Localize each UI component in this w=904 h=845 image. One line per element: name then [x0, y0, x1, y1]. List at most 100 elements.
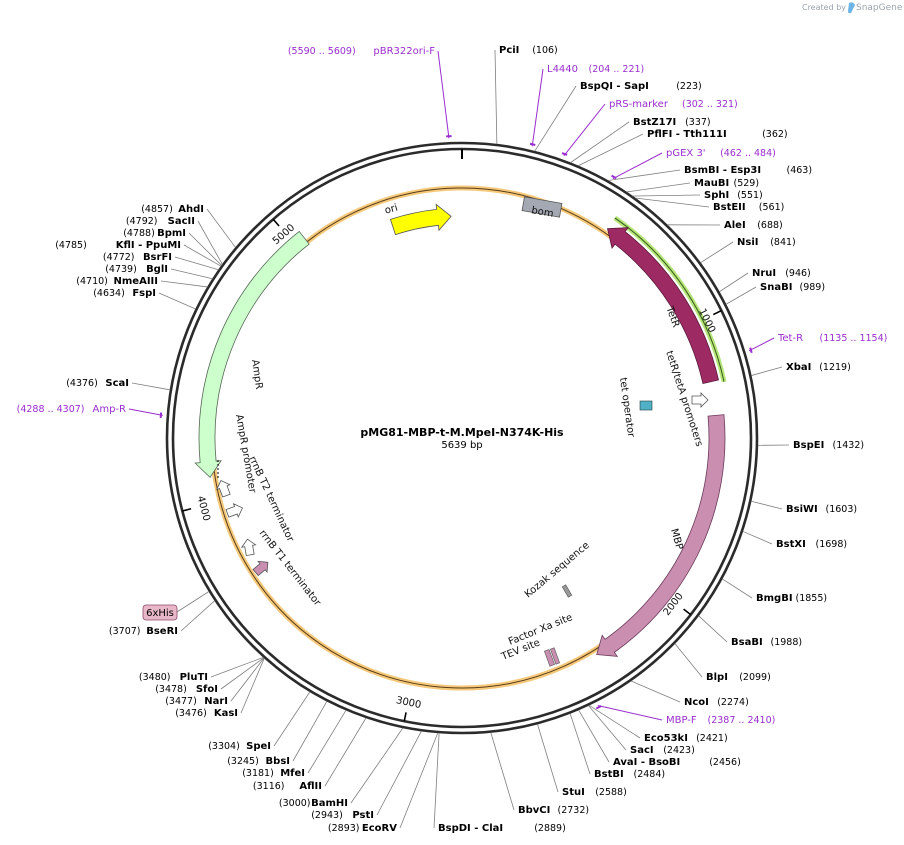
enzyme-avai[interactable]: AvaI - BsoBI(2456): [613, 757, 741, 768]
primer-pbr322ori-f[interactable]: pBR322ori-F(5590 .. 5609): [288, 46, 435, 57]
enzyme-bseri[interactable]: BseRI(3707): [109, 626, 178, 637]
enzyme-bstbi[interactable]: BstBI(2484): [594, 769, 665, 780]
enzyme-bspqi[interactable]: BspQI - SapI(223): [580, 81, 702, 92]
enzyme-psti-name: PstI: [352, 810, 374, 821]
enzyme-spei[interactable]: SpeI(3304): [208, 741, 271, 752]
enzyme-bstz17i-leader: [570, 121, 630, 163]
primer-l4440[interactable]: L4440(204 .. 221): [547, 64, 644, 75]
enzyme-eco53ki[interactable]: Eco53kI(2421): [644, 733, 728, 744]
enzyme-stui-name: StuI: [562, 787, 585, 798]
primer-pgex-3-[interactable]: pGEX 3'(462 .. 484): [666, 148, 776, 159]
enzyme-spei-pos: (3304): [208, 741, 240, 752]
enzyme-alei[interactable]: AleI(688): [724, 220, 783, 231]
enzyme-sacii[interactable]: SacII(4792): [126, 216, 195, 227]
enzyme-bstxi[interactable]: BstXI(1698): [776, 539, 847, 550]
enzyme-nmeaiii-name: NmeAIII: [114, 276, 158, 287]
enzyme-nmeaiii-pos: (4710): [76, 276, 108, 287]
enzyme-pcii[interactable]: PciI(106): [499, 45, 558, 56]
enzyme-bmgbi-pos: (1855): [796, 593, 828, 604]
primer-pbr322ori-f-name: pBR322ori-F: [373, 46, 435, 57]
enzyme-ahdi[interactable]: AhdI(4857): [141, 204, 204, 215]
primer-prs-marker[interactable]: pRS-marker(302 .. 321): [609, 99, 738, 110]
enzyme-saci[interactable]: SacI(2423): [630, 745, 695, 756]
feature-bom: [521, 196, 563, 218]
enzyme-bsiwi[interactable]: BsiWI(1603): [786, 504, 857, 515]
enzyme-bgli-name: BglI: [146, 264, 168, 275]
enzyme-bspdi[interactable]: BspDI - ClaI(2889): [438, 823, 566, 834]
enzyme-bamhi-pos: (3000): [279, 798, 311, 809]
enzyme-sphi-leader: [632, 194, 701, 197]
enzyme-bstz17i-pos: (337): [685, 117, 711, 128]
enzyme-blpi[interactable]: BlpI(2099): [706, 672, 771, 683]
enzyme-fspi[interactable]: FspI(4634): [93, 288, 156, 299]
enzyme-ecorv[interactable]: EcoRV(2893): [328, 823, 397, 834]
enzyme-ncoi-name: NcoI: [684, 697, 709, 708]
enzyme-nrui[interactable]: NruI(946): [752, 268, 811, 279]
enzyme-pluti-name: PluTI: [180, 672, 208, 683]
enzyme-xbai[interactable]: XbaI(1219): [786, 362, 851, 373]
enzyme-bsiwi-leader: [751, 500, 783, 510]
enzyme-bsmbi[interactable]: BsmBI - Esp3I(463): [684, 165, 812, 176]
enzyme-pluti[interactable]: PluTI(3480): [139, 672, 208, 683]
enzyme-eco53ki-leader: [588, 704, 641, 739]
enzyme-bstbi-leader: [569, 713, 591, 775]
enzyme-pflfi[interactable]: PflFI - Tth111I(362): [647, 129, 788, 140]
enzyme-alei-pos: (688): [757, 220, 783, 231]
enzyme-bspqi-name: BspQI - SapI: [580, 81, 649, 92]
enzyme-sfoi[interactable]: SfoI(3478): [155, 684, 218, 695]
enzyme-mfei[interactable]: MfeI(3181): [242, 768, 305, 779]
enzyme-bsteii[interactable]: BstEII(561): [713, 202, 784, 213]
feature-ampr-label: AmpR: [249, 359, 264, 390]
feature-ampr-promoter-arrow-shape: [215, 480, 231, 498]
enzyme-maubi[interactable]: MauBI(529): [694, 178, 759, 189]
enzyme-bpmi-pos: (4788): [123, 228, 155, 239]
enzyme-bgli[interactable]: BglI(4739): [105, 264, 168, 275]
enzyme-nmeaiii-leader: [160, 280, 208, 288]
enzyme-bsabi[interactable]: BsaBI(1988): [731, 637, 802, 648]
enzyme-scai[interactable]: ScaI(4376): [66, 378, 129, 389]
feature-rrnb-t2-arrow: [225, 502, 243, 518]
enzyme-bspei[interactable]: BspEI(1432): [793, 440, 864, 451]
enzyme-bgli-leader: [170, 268, 213, 280]
primer-amp-r[interactable]: Amp-R(4288 .. 4307): [17, 404, 126, 415]
snapgene-logo[interactable]: SnapGene: [848, 2, 903, 14]
enzyme-bsrfi[interactable]: BsrFI(4772): [103, 252, 172, 263]
enzyme-bstz17i[interactable]: BstZ17I (337): [633, 117, 711, 128]
enzyme-bstz17i-name: BstZ17I: [633, 117, 676, 128]
enzyme-ncoi[interactable]: NcoI(2274): [684, 697, 749, 708]
enzyme-saci-name: SacI: [630, 745, 654, 756]
primer-mbp-f-name: MBP-F: [666, 715, 697, 726]
primer-pbr322ori-f-leader: [437, 50, 450, 139]
tick-1000: [712, 309, 722, 316]
enzyme-nsii[interactable]: NsiI(841): [737, 237, 796, 248]
enzyme-psti[interactable]: PstI(2943): [311, 810, 374, 821]
enzyme-nari[interactable]: NarI(3477): [165, 696, 228, 707]
plasmid-length: 5639 bp: [441, 440, 482, 451]
enzyme-nrui-name: NruI: [752, 268, 776, 279]
enzyme-bamhi[interactable]: BamHI(3000): [279, 798, 348, 809]
enzyme-kasi[interactable]: KasI(3476): [175, 708, 238, 719]
feature-6xhis[interactable]: 6xHis: [142, 604, 178, 621]
enzyme-bbsi[interactable]: BbsI(3245): [227, 756, 290, 767]
enzyme-sphi[interactable]: SphI(551): [704, 190, 763, 201]
enzyme-aflii[interactable]: AflII(3116): [253, 781, 322, 792]
enzyme-bsabi-pos: (1988): [771, 637, 803, 648]
enzyme-kasi-pos: (3476): [175, 708, 207, 719]
enzyme-scai-leader: [131, 382, 171, 391]
primer-tet-r[interactable]: Tet-R(1135 .. 1154): [777, 333, 887, 344]
enzyme-bmgbi[interactable]: BmgBI(1855): [756, 593, 827, 604]
primer-mbp-f[interactable]: MBP-F(2387 .. 2410): [666, 715, 775, 726]
enzyme-bsmbi-leader: [607, 169, 681, 181]
enzyme-snabi[interactable]: SnaBI(989): [760, 282, 825, 293]
enzyme-stui[interactable]: StuI(2588): [562, 787, 627, 798]
enzyme-bspdi-leader: [433, 733, 440, 829]
feature-mbp: [596, 414, 726, 657]
enzyme-bpmi[interactable]: BpmI(4788): [123, 228, 186, 239]
enzyme-kfli[interactable]: KflI - PpuMI(4785): [55, 240, 181, 251]
enzyme-bbvci[interactable]: BbvCI(2732): [518, 805, 589, 816]
enzyme-nmeaiii[interactable]: NmeAIII (4710): [76, 276, 158, 287]
enzyme-bsteii-pos: (561): [759, 202, 785, 213]
feature-tetr: [607, 227, 719, 384]
enzyme-nsii-name: NsiI: [737, 237, 758, 248]
